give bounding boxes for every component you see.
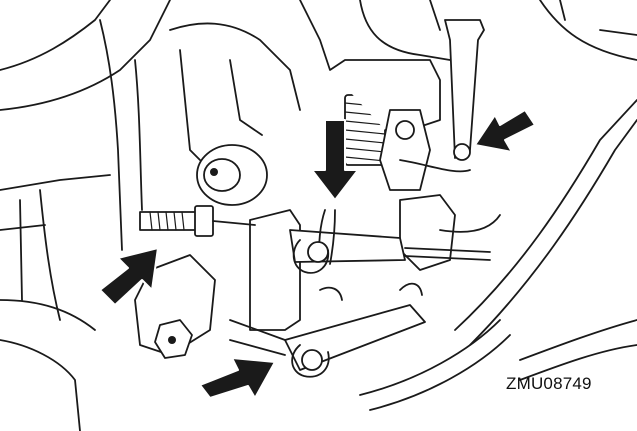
arrow-right-icon: [199, 357, 276, 399]
lower-control-rod: [229, 282, 426, 378]
figure-reference-code: ZMU08749: [506, 374, 592, 393]
round-boss: [196, 144, 268, 206]
arrow-down-icon: [311, 119, 359, 201]
arrow-left-icon: [474, 109, 536, 153]
callout-arrows: [99, 109, 536, 399]
linkage-plate: [249, 194, 501, 331]
upper-bracket: [329, 19, 485, 191]
arrow-up-right-icon: [99, 247, 159, 306]
upper-control-rod: [289, 209, 491, 274]
adjuster-bolt: [139, 205, 256, 237]
lower-lever: [134, 254, 216, 359]
cable-sweep: [359, 99, 637, 411]
